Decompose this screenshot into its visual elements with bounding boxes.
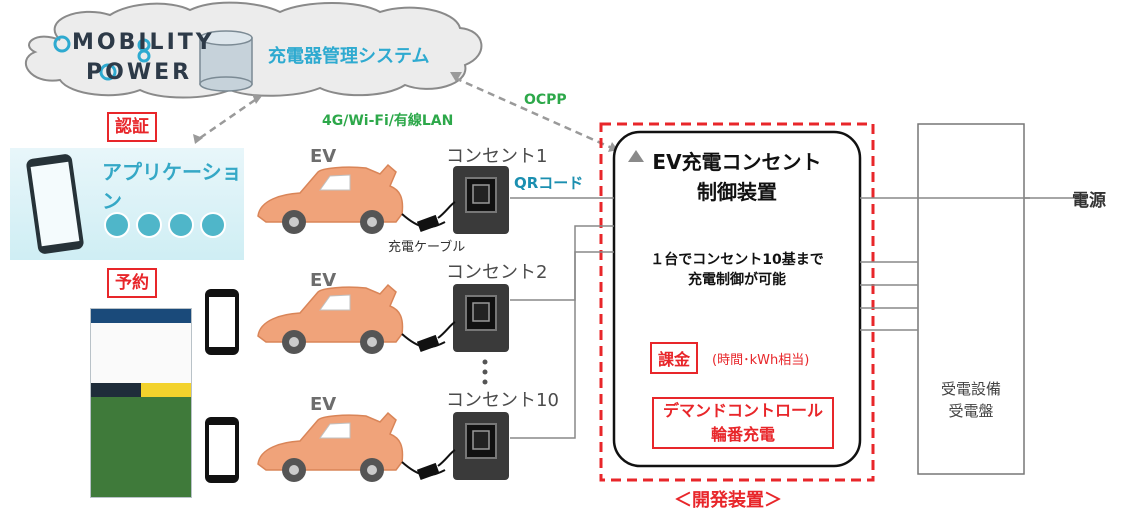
auth-link-arrow: [199, 98, 256, 140]
brand-line-1: MOBILITY: [72, 30, 215, 55]
app-phone-icon: [25, 153, 85, 255]
cloud-title: 充電器管理システム: [268, 46, 430, 67]
demand-control-box: デマンドコントロール 輪番充電: [652, 397, 834, 449]
outlet-10: [453, 412, 509, 480]
auth-label: 認証: [107, 112, 157, 142]
outlet-2: [453, 284, 509, 352]
outlet-wiring: [510, 197, 614, 439]
brand-line-2: POWER: [86, 60, 193, 85]
reservation-screen: [90, 308, 192, 498]
smartphone-icon-1: [205, 289, 239, 355]
receiving-line-2: 受電盤: [948, 402, 994, 420]
feature-icon-3: [168, 212, 194, 238]
ellipsis-dots: [482, 359, 488, 385]
dev-boundary-box: [599, 122, 875, 482]
brand-logo-mark: [53, 35, 151, 81]
cloud-shape: [24, 1, 483, 99]
reserve-label: 予約: [107, 268, 157, 298]
ev-label-1: EV: [310, 146, 337, 167]
app-banner: アプリケーション: [10, 148, 244, 260]
billing-note: (時間･kWh相当): [712, 353, 810, 368]
billing-box: 課金: [650, 342, 699, 374]
signal-triangle-icon: [628, 150, 644, 162]
outlet-label-10: コンセント10: [446, 390, 559, 411]
outlet-1: [453, 166, 509, 234]
controller-title-1: EV充電コンセント: [652, 150, 822, 174]
ocpp-label: OCPP: [524, 92, 567, 108]
controller-desc-2: 充電制御が可能: [688, 272, 786, 288]
feature-icon-4: [200, 212, 226, 238]
ev-label-2: EV: [310, 270, 337, 291]
receiving-panel-box: [917, 123, 1025, 475]
ev-label-3: EV: [310, 394, 337, 415]
demand-line-1: デマンドコントロール: [662, 401, 823, 420]
cable-label: 充電ケーブル: [388, 240, 466, 255]
receiving-line-1: 受電設備: [940, 380, 1001, 398]
controller-desc-1: １台でコンセント10基まで: [650, 252, 824, 268]
feature-icon-2: [136, 212, 162, 238]
ev-car-1: [257, 163, 456, 234]
ocpp-link-arrow: [454, 76, 613, 150]
smartphone-icon-2: [205, 417, 239, 483]
feature-icon-1: [104, 212, 130, 238]
demand-line-2: 輪番充電: [710, 425, 775, 444]
panel-wiring: [860, 197, 1088, 331]
controller-box: [612, 130, 862, 468]
controller-title-2: 制御装置: [697, 180, 777, 204]
qr-code-label: QRコード: [514, 174, 584, 192]
app-title: アプリケーション: [102, 160, 242, 213]
outlet-label-1: コンセント1: [446, 146, 548, 167]
ev-car-2: [257, 283, 456, 354]
network-label: 4G/Wi-Fi/有線LAN: [322, 113, 454, 129]
dev-device-label: ＜開発装置＞: [674, 490, 782, 511]
outlet-label-2: コンセント2: [446, 262, 548, 283]
ev-car-3: [257, 411, 456, 482]
power-source-label: 電源: [1072, 191, 1106, 211]
database-icon: [199, 30, 253, 92]
